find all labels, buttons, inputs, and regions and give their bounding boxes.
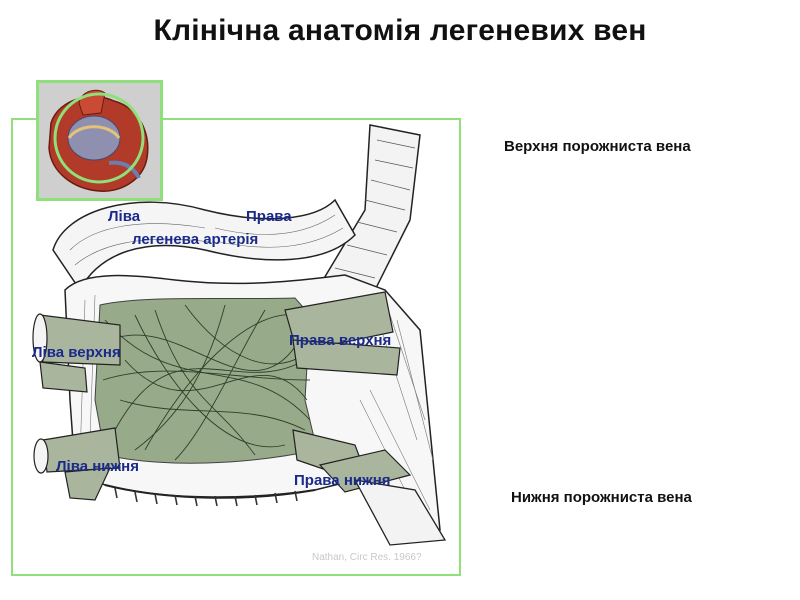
label-pulmonary-artery: легенева артерія [132,231,259,248]
slide-title: Клінічна анатомія легеневих вен [153,14,647,47]
inferior-vena-cava [353,479,447,546]
label-left-pulmonary-artery: Ліва [108,208,141,225]
figure-frame [11,118,461,576]
left-atrium [94,297,318,464]
pulmonary-veins-diagram [32,124,447,546]
label-left-upper-vein: Ліва верхня [32,344,121,361]
label-right-upper-vein: Права верхня [289,332,392,349]
label-right-pulmonary-artery: Права [246,208,292,225]
label-left-lower-vein: Ліва нижня [56,458,139,475]
right-upper-vein [284,291,394,353]
label-right-lower-vein: Права нижня [294,472,391,489]
source-credit: Nathan, Circ Res. 1966? [312,552,422,563]
pulmonary-artery-arch [52,198,356,292]
label-superior-vena-cava: Верхня порожниста вена [504,138,691,155]
label-inferior-vena-cava: Нижня порожниста вена [511,489,692,506]
heart-icon [39,83,160,198]
heart-thumbnail [36,80,163,201]
